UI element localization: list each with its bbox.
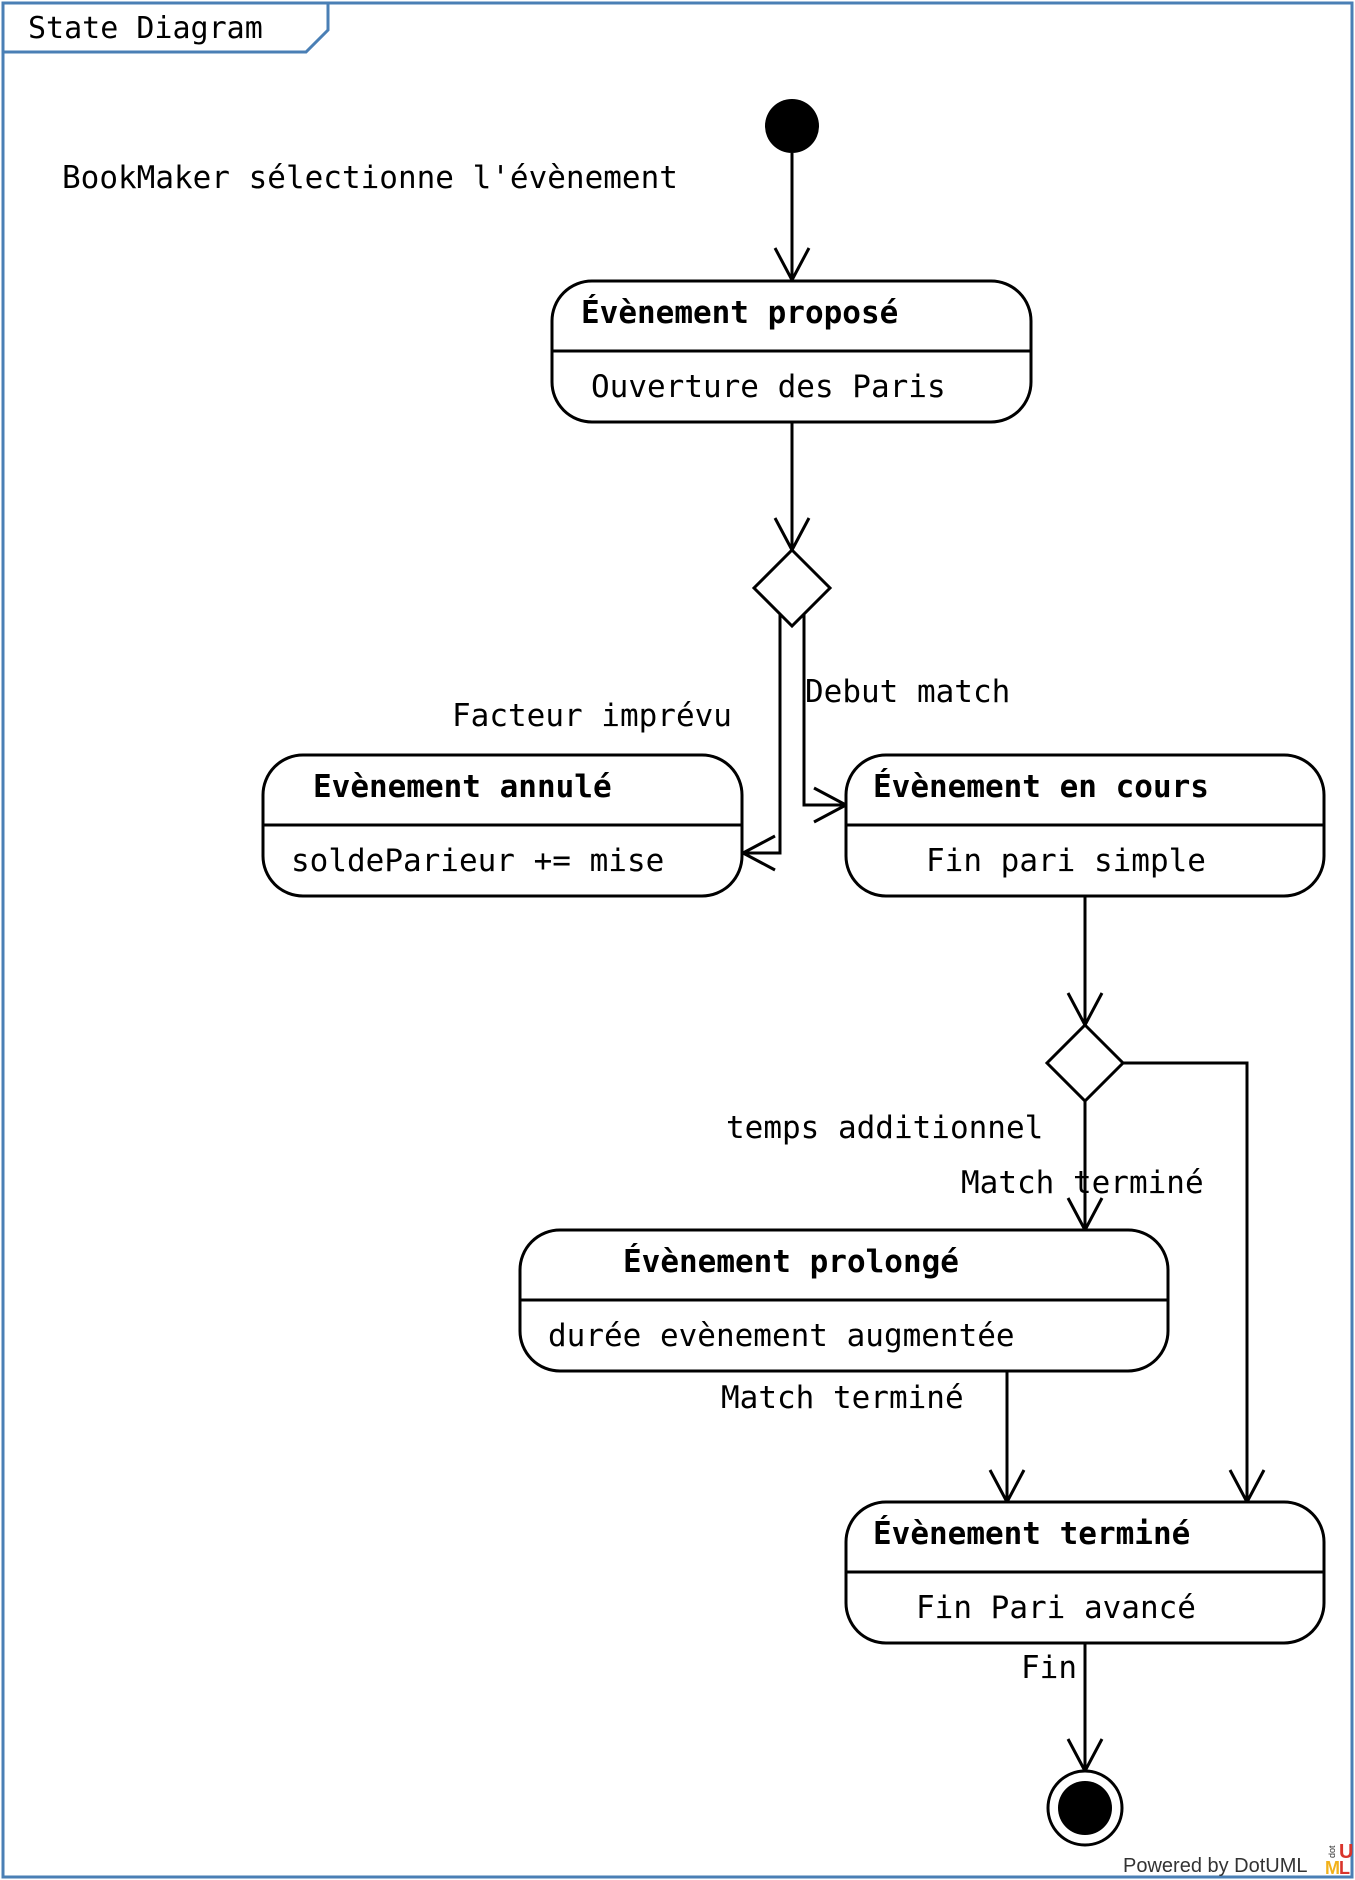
label-termine-final: Fin xyxy=(1021,1650,1077,1686)
edge-decision2-termine xyxy=(1123,1061,1249,1502)
edge-decision-en-cours xyxy=(802,614,846,807)
logo-letter-u: U xyxy=(1339,1841,1353,1863)
state-termine-name: Évènement terminé xyxy=(873,1516,1190,1552)
decision-node-2 xyxy=(1044,1022,1126,1104)
state-en-cours-name: Évènement en cours xyxy=(873,769,1209,805)
final-node xyxy=(1046,1769,1124,1847)
state-propose-activity: Ouverture des Paris xyxy=(591,369,946,405)
decision-node-1 xyxy=(751,547,833,629)
state-annule-activity: soldeParieur += mise xyxy=(291,843,664,879)
state-evenement-en-cours: Évènement en cours Fin pari simple xyxy=(844,753,1326,898)
state-propose-name: Évènement proposé xyxy=(581,295,898,331)
dotuml-logo: U M L dot xyxy=(1325,1841,1353,1878)
label-prolonge-termine: Match terminé xyxy=(721,1380,964,1416)
state-prolonge-name: Évènement prolongé xyxy=(623,1244,959,1280)
state-annule-name: Evènement annulé xyxy=(313,769,612,805)
state-evenement-termine: Évènement terminé Fin Pari avancé xyxy=(844,1500,1326,1645)
label-start-propose: BookMaker sélectionne l'évènement xyxy=(62,160,678,196)
label-decision-en-cours: Debut match xyxy=(805,674,1010,710)
state-evenement-prolonge: Évènement prolongé durée evènement augme… xyxy=(518,1228,1170,1373)
state-prolonge-activity: durée evènement augmentée xyxy=(548,1318,1015,1354)
label-decision2-prolonge-2: Match terminé xyxy=(961,1165,1204,1201)
frame-title: State Diagram xyxy=(28,11,263,46)
logo-small-text: dot xyxy=(1327,1845,1337,1858)
label-decision2-prolonge-1: temps additionnel xyxy=(726,1110,1043,1146)
powered-by-text: Powered by DotUML xyxy=(1123,1855,1308,1877)
logo-letter-l: L xyxy=(1339,1858,1350,1878)
state-evenement-propose: Évènement proposé Ouverture des Paris xyxy=(550,279,1033,424)
label-decision-annule: Facteur imprévu xyxy=(452,698,732,734)
state-en-cours-activity: Fin pari simple xyxy=(926,843,1206,879)
state-evenement-annule: Evènement annulé soldeParieur += mise xyxy=(261,753,744,898)
initial-node xyxy=(765,99,819,153)
edge-decision-annule xyxy=(742,614,782,855)
logo-letter-m: M xyxy=(1325,1858,1340,1878)
state-termine-activity: Fin Pari avancé xyxy=(916,1590,1196,1626)
frame-tab xyxy=(1,1,330,54)
